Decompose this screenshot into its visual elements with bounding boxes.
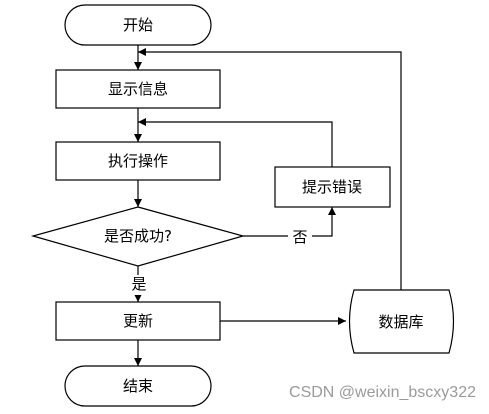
execute-label: 执行操作 — [108, 152, 168, 170]
no-label-background — [288, 227, 312, 247]
node-start: 开始 — [64, 4, 212, 46]
edge-decision-no-to-error — [243, 207, 336, 237]
update-label: 更新 — [123, 312, 153, 330]
edge-label-yes: 是 — [131, 275, 146, 293]
edge-error-back-to-execute — [138, 118, 333, 167]
node-update: 更新 — [55, 301, 221, 341]
end-label: 结束 — [123, 377, 153, 395]
show-info-label: 显示信息 — [108, 80, 168, 98]
node-end: 结束 — [64, 365, 212, 407]
node-database: 数据库 — [348, 289, 455, 354]
error-process-shape — [274, 166, 391, 208]
node-error: 提示错误 — [274, 166, 391, 208]
edge-label-no: 否 — [292, 228, 307, 246]
decision-label: 是否成功? — [104, 227, 172, 245]
node-show-info: 显示信息 — [55, 69, 221, 109]
show-info-process-shape — [55, 69, 221, 109]
node-execute: 执行操作 — [55, 141, 221, 181]
database-label: 数据库 — [378, 313, 423, 331]
database-storage-shape — [348, 289, 455, 354]
start-label: 开始 — [123, 16, 153, 34]
node-decision: 是否成功? — [30, 206, 246, 267]
edge-database-back-to-show-info — [138, 48, 402, 290]
yes-label-background — [128, 275, 152, 295]
error-label: 提示错误 — [302, 178, 362, 196]
watermark-text: CSDN @weixin_bscxy322 — [289, 384, 476, 401]
